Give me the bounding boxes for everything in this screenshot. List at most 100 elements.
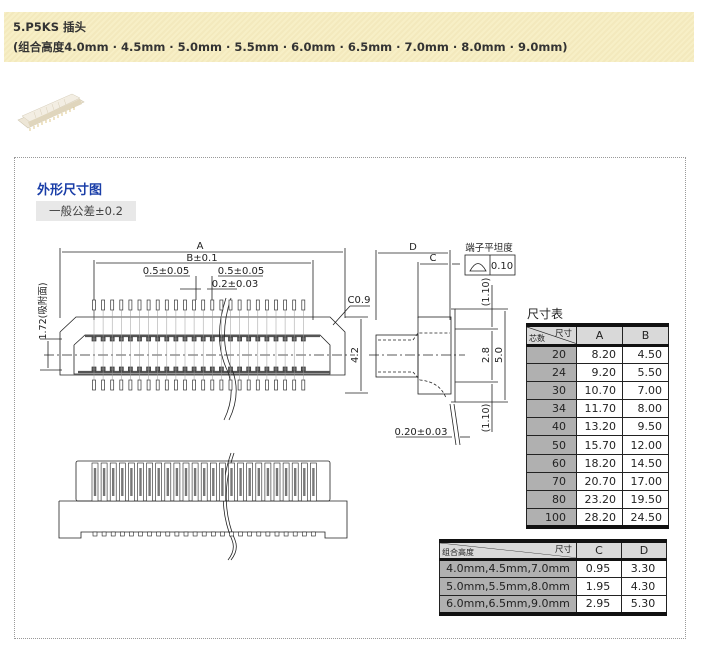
contact: [166, 468, 169, 496]
pin: [101, 299, 105, 311]
pin-foot: [147, 531, 152, 537]
pin-foot: [183, 531, 189, 537]
table-corner-header: 尺寸 组合高度: [439, 540, 577, 561]
pin: [110, 299, 115, 311]
pin: [292, 379, 297, 391]
label-pitch-right: 0.5±0.05: [218, 266, 265, 277]
pin-foot: [229, 531, 234, 537]
pin-foot: [211, 531, 216, 537]
cell-pin-count: 70: [526, 471, 577, 492]
label-d: D: [409, 242, 417, 253]
pin-foot: [201, 531, 207, 537]
pin: [164, 299, 169, 311]
contact: [230, 468, 233, 496]
column-header-b: B: [622, 324, 669, 347]
label-4-2: 4.2: [350, 347, 361, 363]
cell-a: 23.20: [576, 489, 623, 510]
pin: [265, 299, 269, 311]
pin: [146, 299, 151, 311]
pin-foot: [274, 531, 280, 537]
cell-d: 5.30: [621, 595, 667, 615]
cell-pin-count: 100: [526, 508, 577, 528]
contact: [121, 468, 124, 496]
pin: [255, 299, 260, 311]
pin: [237, 379, 242, 391]
pin-foot: [283, 531, 289, 537]
pin: [146, 379, 151, 391]
product-header-banner: 5.P5KS 插头 (组合高度4.0mm · 4.5mm · 5.0mm · 5…: [4, 12, 694, 62]
cell-pin-count: 30: [526, 380, 577, 401]
label-1-10-bottom: (1.10): [481, 404, 492, 433]
cell-b: 9.50: [622, 417, 669, 437]
contact: [148, 468, 151, 496]
cell-a: 18.20: [576, 453, 623, 473]
connector-photo: [17, 93, 85, 131]
cell-b: 12.00: [622, 435, 669, 455]
cell-pin-count: 34: [526, 399, 577, 419]
pin: [265, 379, 269, 391]
contact: [303, 468, 306, 496]
pin: [292, 299, 297, 311]
column-header-d: D: [621, 540, 667, 561]
contact: [193, 468, 197, 496]
label-c: C: [430, 253, 437, 264]
pin: [174, 379, 178, 391]
label-2-8: 2.8: [481, 347, 492, 363]
pin-foot: [165, 531, 171, 537]
contact: [102, 468, 106, 496]
pin: [128, 299, 133, 311]
size-table-title: 尺寸表: [527, 307, 564, 321]
contact: [284, 468, 288, 496]
cell-a: 13.20: [576, 417, 623, 437]
contact: [248, 468, 251, 496]
pin-foot: [192, 531, 198, 537]
pin: [183, 379, 187, 391]
cell-b: 4.50: [622, 344, 669, 364]
cell-pin-count: 50: [526, 435, 577, 455]
pin-foot: [238, 531, 243, 537]
cell-height: 6.0mm,6.5mm,9.0mm: [439, 595, 577, 615]
contact: [275, 468, 279, 496]
section-title: 外形尺寸图: [37, 183, 103, 198]
corner-label-pins: 芯数: [529, 333, 545, 343]
pin: [301, 379, 306, 391]
pin: [137, 299, 142, 311]
pin: [164, 379, 169, 391]
pin: [155, 299, 160, 311]
pin: [119, 379, 124, 391]
contact: [312, 468, 315, 496]
label-a: A: [197, 241, 204, 252]
contact: [157, 468, 160, 496]
label-b: B±0.1: [186, 253, 217, 264]
dimension-panel: 外形尺寸图 一般公差±0.2: [14, 157, 686, 639]
cell-pin-count: 40: [526, 417, 577, 437]
cell-a: 15.70: [576, 435, 623, 455]
pin-array-top: [91, 299, 306, 391]
pin-foot: [129, 531, 134, 537]
pin: [283, 379, 287, 391]
contact: [257, 468, 260, 496]
table-corner-header: 尺寸 芯数: [526, 324, 577, 347]
contact: [175, 468, 179, 496]
pin: [255, 379, 260, 391]
corner-label-size: 尺寸: [554, 545, 572, 555]
pin-foot: [156, 531, 161, 537]
cell-a: 8.20: [576, 344, 623, 364]
cell-pin-count: 60: [526, 453, 577, 473]
pin: [128, 379, 133, 391]
cell-d: 4.30: [621, 576, 667, 597]
contact: [212, 468, 215, 496]
pin-foot: [220, 531, 225, 537]
pin: [137, 379, 142, 391]
pin: [192, 299, 196, 311]
